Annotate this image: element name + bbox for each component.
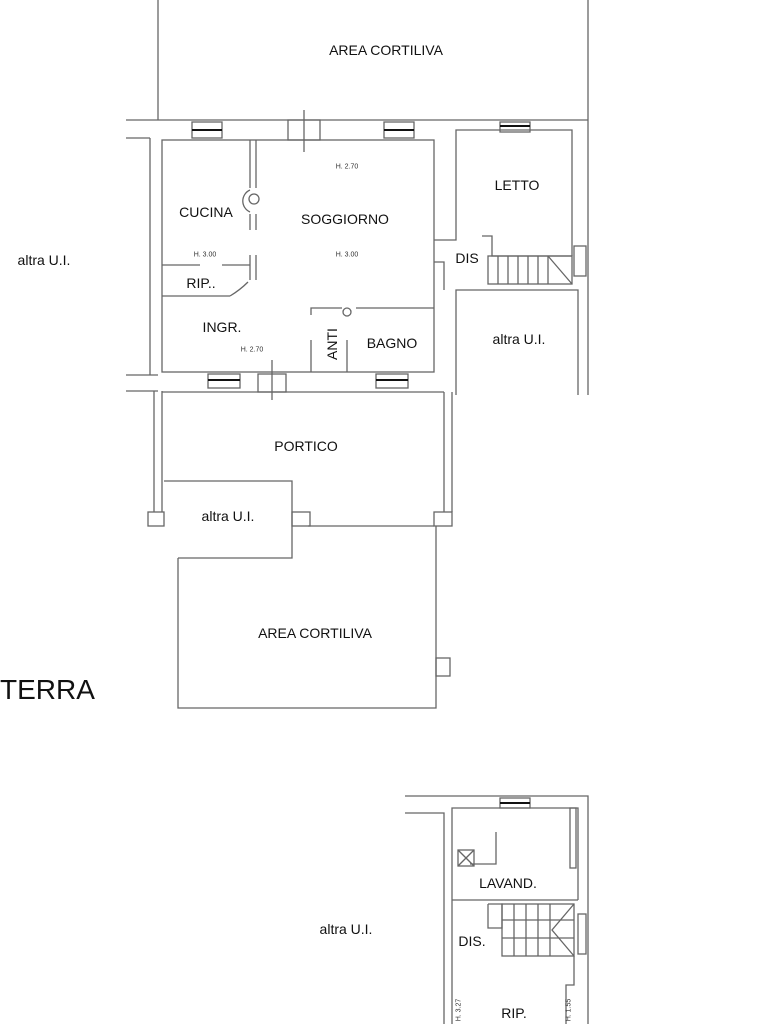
lavand-label: LAVAND.: [479, 875, 537, 891]
neighbor-left-label: altra U.I.: [17, 252, 71, 268]
dis-label: DIS: [455, 250, 479, 266]
rip-label: RIP..: [186, 275, 216, 291]
neighbor-portico-label: altra U.I.: [201, 508, 255, 524]
portico-label: PORTICO: [274, 438, 338, 454]
letto-label: LETTO: [494, 177, 540, 193]
level-title: TERRA: [0, 674, 95, 705]
height-soggiorno-bottom: H. 3.00: [335, 251, 359, 259]
cucina-label: CUCINA: [179, 204, 233, 220]
ingr-label: INGR.: [202, 319, 242, 335]
height-left-lower: H. 3.27: [455, 998, 463, 1022]
dis2-label: DIS.: [458, 933, 486, 949]
area-cortiliva-top-label: AREA CORTILIVA: [329, 42, 443, 58]
neighbor-right-label: altra U.I.: [492, 331, 546, 347]
bagno-label: BAGNO: [366, 335, 418, 351]
anti-label: ANTI: [324, 328, 340, 360]
height-cucina: H. 3.00: [193, 251, 217, 259]
height-soggiorno-top: H. 2.70: [335, 163, 359, 171]
height-ingr: H. 2.70: [240, 346, 264, 354]
neighbor-lower-label: altra U.I.: [319, 921, 373, 937]
soggiorno-label: SOGGIORNO: [301, 211, 389, 227]
height-right-lower: H. 1.55: [565, 998, 573, 1022]
area-cortiliva-bottom-label: AREA CORTILIVA: [258, 625, 372, 641]
rip2-label: RIP.: [501, 1005, 527, 1021]
